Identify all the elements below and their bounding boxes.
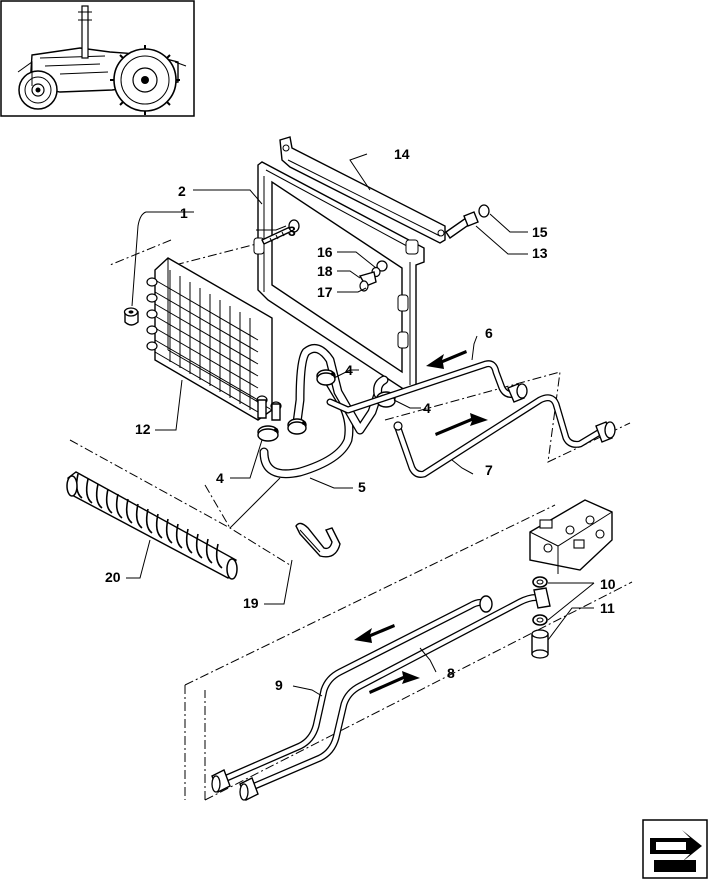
callout-2: 2 bbox=[178, 183, 186, 199]
spiral-sleeve bbox=[66, 471, 238, 580]
upper-bolt-assembly bbox=[445, 204, 490, 239]
callout-7: 7 bbox=[485, 462, 493, 478]
retaining-strap bbox=[295, 522, 341, 558]
rubber-mount bbox=[123, 307, 139, 326]
callout-16: 16 bbox=[317, 244, 333, 260]
callout-14: 14 bbox=[394, 146, 410, 162]
callout-4-lower: 4 bbox=[216, 470, 224, 486]
callout-10: 10 bbox=[600, 576, 616, 592]
callout-labels: 1 2 3 14 15 13 16 18 17 12 4 4 4 6 7 5 2… bbox=[105, 146, 616, 693]
oil-pipe-9 bbox=[211, 595, 493, 793]
callout-4-upper: 4 bbox=[345, 362, 353, 378]
callout-19: 19 bbox=[243, 595, 259, 611]
callout-15: 15 bbox=[532, 224, 548, 240]
callout-1: 1 bbox=[180, 205, 188, 221]
callout-6: 6 bbox=[485, 325, 493, 341]
oil-pipe-8 bbox=[239, 587, 551, 801]
next-page-arrow-icon[interactable] bbox=[642, 819, 708, 879]
callout-20: 20 bbox=[105, 569, 121, 585]
callout-8: 8 bbox=[447, 665, 455, 681]
leader-lines bbox=[126, 153, 595, 697]
tractor-thumbnail-icon bbox=[0, 0, 195, 117]
radiator-frame bbox=[253, 161, 425, 393]
bolt bbox=[261, 219, 300, 245]
control-valve bbox=[529, 499, 613, 574]
dash-dot-boundary bbox=[69, 239, 633, 801]
callout-11: 11 bbox=[600, 600, 615, 616]
fitting-assembly bbox=[531, 576, 549, 659]
callout-12: 12 bbox=[135, 421, 151, 437]
rubber-hoses bbox=[259, 343, 389, 479]
oil-pipe-7 bbox=[393, 394, 616, 478]
callout-13: 13 bbox=[532, 245, 548, 261]
oil-cooler bbox=[146, 257, 282, 421]
oil-pipe-6 bbox=[326, 360, 528, 414]
callout-4-middle: 4 bbox=[423, 400, 431, 416]
callout-9: 9 bbox=[275, 677, 283, 693]
callout-3: 3 bbox=[288, 223, 296, 239]
callout-5: 5 bbox=[358, 479, 366, 495]
callout-17: 17 bbox=[317, 284, 333, 300]
mounting-bracket bbox=[279, 136, 446, 244]
flow-arrows bbox=[354, 350, 488, 694]
callout-18: 18 bbox=[317, 263, 333, 279]
